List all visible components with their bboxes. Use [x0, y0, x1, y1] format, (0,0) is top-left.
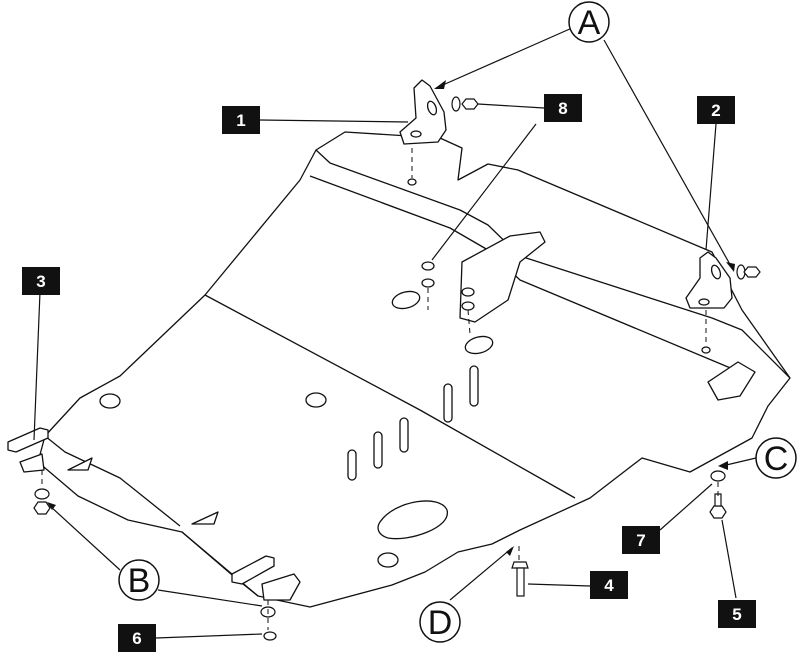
- plate-hole-1: [391, 290, 421, 310]
- plate-right-bump: [707, 361, 756, 401]
- fastener-d: [511, 561, 529, 597]
- leader-lines: [33, 27, 757, 639]
- leader-7: [659, 483, 713, 531]
- arrow-B1: [47, 502, 56, 510]
- leader-3: [33, 291, 41, 441]
- plate-hole-2: [464, 335, 494, 355]
- leader-8a: [477, 103, 545, 109]
- arrow-A2: [726, 262, 735, 272]
- plate-vent-2: [67, 457, 93, 471]
- skid-plate: [37, 131, 791, 608]
- letter-callouts: A B C D: [118, 1, 797, 643]
- rib-5: [469, 365, 479, 407]
- callout-6: 6: [118, 624, 156, 652]
- plate-lower-flange: [44, 435, 181, 527]
- washer-7: [710, 470, 726, 482]
- leader-8b: [431, 123, 537, 261]
- nut-5: [709, 505, 727, 519]
- callout-5: 5: [718, 600, 756, 628]
- washer-b1: [34, 488, 50, 500]
- rib-2: [373, 431, 383, 469]
- callout-letter-B: B: [118, 559, 160, 601]
- callout-8-label: 8: [558, 99, 567, 118]
- bolt-4-head: [511, 561, 529, 569]
- leader-6: [155, 633, 263, 639]
- rib-1: [347, 449, 357, 481]
- bolt-4-shank: [516, 567, 525, 597]
- washer-mid-2: [461, 301, 475, 311]
- number-callouts: 1 2 3 4 5 6 7 8: [22, 94, 756, 652]
- arrow-D: [506, 546, 514, 556]
- callout-1-label: 1: [236, 111, 245, 130]
- callout-2-label: 2: [711, 101, 720, 120]
- plate-large-slot: [377, 500, 448, 540]
- fasteners: [33, 96, 761, 641]
- rib-4: [443, 383, 453, 423]
- fastener-top: [421, 96, 479, 311]
- plate-hole-6: [407, 178, 417, 186]
- washer-top: [451, 96, 461, 112]
- fastener-c: [709, 470, 727, 519]
- callout-letter-C: C: [755, 437, 797, 479]
- plate-hole-4: [305, 392, 327, 408]
- bracket-bottom: [231, 555, 301, 601]
- callout-4: 4: [590, 571, 628, 599]
- callout-5-label: 5: [732, 605, 741, 624]
- arrow-A1: [434, 80, 446, 89]
- assembly-lines: [41, 148, 719, 630]
- rib-3: [399, 417, 409, 453]
- bracket-2: [685, 251, 733, 309]
- leader-2: [705, 123, 717, 251]
- fastener-right: [736, 264, 761, 280]
- callout-4-label: 4: [604, 576, 614, 595]
- callout-1: 1: [222, 106, 260, 134]
- nut-b1: [33, 501, 51, 515]
- leader-B2: [157, 589, 263, 607]
- leader-D: [449, 547, 513, 601]
- callout-6-label: 6: [132, 629, 141, 648]
- callout-7-label: 7: [636, 531, 645, 550]
- callout-letter-A: A: [568, 1, 610, 43]
- bracket-3: [7, 427, 49, 473]
- leader-5: [721, 519, 737, 599]
- letter-D-label: D: [428, 604, 453, 642]
- nut-mid: [461, 287, 475, 297]
- bracket-1: [399, 79, 447, 145]
- callout-7: 7: [622, 526, 660, 554]
- leader-1: [259, 119, 409, 123]
- plate-ribs: [347, 365, 479, 481]
- leader-A2: [603, 39, 733, 269]
- nut-top: [461, 98, 479, 110]
- plate-hole-3: [99, 393, 121, 409]
- leader-A1: [435, 27, 573, 89]
- nut-top-2: [421, 261, 435, 271]
- callout-8: 8: [544, 94, 582, 122]
- plate-body: [37, 131, 791, 608]
- washer-mid: [421, 278, 435, 288]
- plate-crease: [204, 294, 576, 499]
- arrowheads: [47, 80, 735, 556]
- plate-bottom-edge: [181, 531, 259, 597]
- letter-C-label: C: [764, 440, 789, 478]
- leader-4: [527, 583, 591, 587]
- arrow-C: [718, 461, 728, 470]
- callout-2: 2: [697, 96, 735, 124]
- letter-A-label: A: [578, 4, 601, 42]
- brackets: [7, 79, 733, 601]
- nut-right: [743, 266, 761, 278]
- letter-B-label: B: [128, 562, 151, 600]
- leader-B1: [49, 505, 121, 571]
- nut-6: [263, 631, 277, 641]
- plate-vent-1: [191, 511, 219, 525]
- plate-channel: [459, 231, 546, 323]
- plate-hole-7: [701, 346, 711, 354]
- plate-hole-5: [377, 552, 399, 568]
- callout-letter-D: D: [419, 601, 461, 643]
- callout-3-label: 3: [36, 272, 45, 291]
- callout-3: 3: [22, 267, 60, 295]
